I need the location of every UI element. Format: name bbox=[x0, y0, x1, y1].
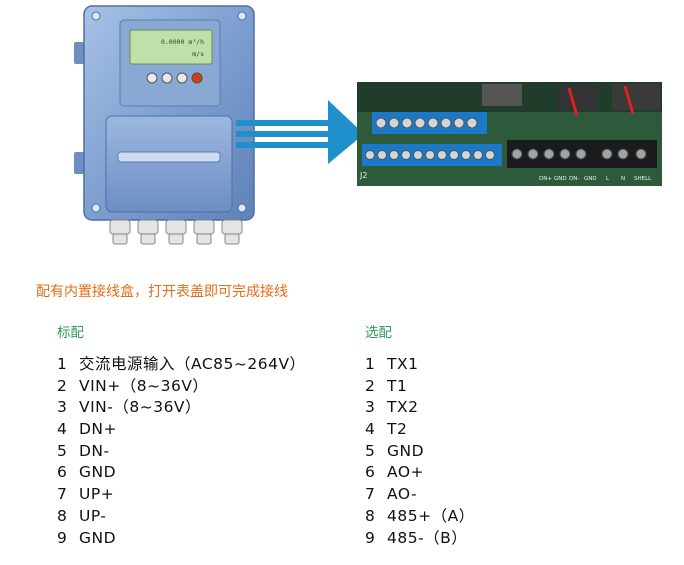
terminal-label: DN- bbox=[569, 176, 579, 182]
terminal-label: DN+ bbox=[539, 176, 552, 182]
terminal-label: N bbox=[621, 176, 625, 182]
terminal-label: GND bbox=[584, 176, 597, 182]
connector-label: J2 bbox=[359, 171, 367, 180]
optional-title: 选配 bbox=[365, 325, 392, 341]
terminal-label: L bbox=[606, 176, 610, 182]
lcd-line2: m/s bbox=[192, 50, 204, 58]
wiring-caption: 配有内置接线盒，打开表盖即可完成接线 bbox=[36, 284, 288, 300]
terminal-label: GND bbox=[554, 176, 567, 182]
flowmeter-device-image: 0.0000 m³/h m/s bbox=[74, 5, 255, 245]
terminal-board-image: J2 DN+ GND DN- GND L N SHELL bbox=[357, 82, 662, 186]
right-arrow-icon bbox=[236, 100, 364, 164]
lcd-line1: 0.0000 m³/h bbox=[161, 38, 204, 46]
standard-title: 标配 bbox=[57, 325, 84, 341]
terminal-label: SHELL bbox=[634, 176, 652, 182]
